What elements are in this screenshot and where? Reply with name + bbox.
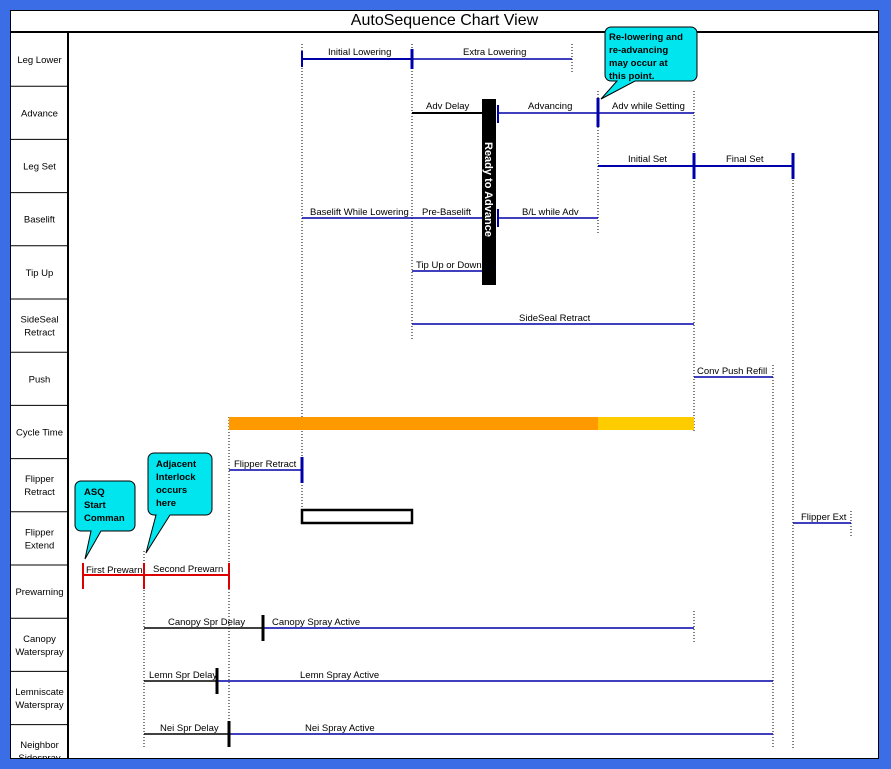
second-prewarn-label: Second Prewarn — [153, 564, 223, 575]
canopy-spray-active-label: Canopy Spray Active — [272, 617, 360, 628]
flipper-retract-label: Flipper Retract — [234, 459, 297, 470]
advancing-label: Advancing — [528, 101, 572, 112]
baselift-segments: Baselift While Lowering Pre-Baselift B/L… — [302, 207, 598, 227]
flipper-ext-label: Flipper Ext — [801, 512, 847, 523]
ready-to-advance-bar: Ready to Advance — [482, 99, 496, 285]
nei-spray-active-label: Nei Spray Active — [305, 723, 375, 734]
lemn-spray-active-label: Lemn Spray Active — [300, 670, 379, 681]
timing-guides — [82, 44, 852, 748]
final-set-label: Final Set — [726, 154, 764, 165]
row-label: Cycle Time — [16, 428, 63, 439]
row-label: Sidespray — [18, 753, 60, 758]
row-label: Tip Up — [26, 268, 54, 279]
row-label: Flipper — [25, 527, 54, 538]
leg-lower-segments: Initial Lowering Extra Lowering — [301, 47, 572, 69]
push-segments: Conv Push Refill — [694, 366, 773, 378]
sideseal-segments: SideSeal Retract — [412, 313, 694, 325]
flipper-extend-box — [300, 508, 414, 525]
row-label: Retract — [24, 487, 55, 498]
row-label: Flipper — [25, 474, 54, 485]
initial-set-label: Initial Set — [628, 154, 667, 165]
conv-push-label: Conv Push Refill — [697, 366, 767, 377]
row-label: Baselift — [24, 215, 56, 226]
callout-adjacent-line-2: Interlock — [156, 472, 196, 483]
row-label: Extend — [25, 540, 55, 551]
leg-set-segments: Initial Set Final Set — [598, 153, 795, 179]
row-label: Lemniscate — [15, 687, 64, 698]
row-label: Neighbor — [20, 740, 59, 751]
canopy-spr-delay-label: Canopy Spr Delay — [168, 617, 245, 628]
cycle-time-orange — [229, 417, 598, 430]
tip-up-segments: Tip Up or Down — [412, 260, 482, 272]
row-label: Waterspray — [15, 700, 63, 711]
row-label: Leg Lower — [17, 55, 61, 66]
sideseal-retract-label: SideSeal Retract — [519, 313, 591, 324]
flipper-extend-segments: Flipper Ext — [300, 508, 851, 525]
row-label: Prewarning — [15, 587, 63, 598]
lemn-spr-delay-label: Lemn Spr Delay — [149, 670, 217, 681]
callout-adjacent-line-4: here — [156, 498, 176, 509]
adv-while-setting-label: Adv while Setting — [612, 101, 685, 112]
callout-relowering-line-1: Re-lowering and — [609, 32, 683, 43]
neighbor-segments: Nei Spr Delay Nei Spray Active — [144, 721, 773, 747]
callout-adjacent-line-3: occurs — [156, 485, 187, 496]
row-label: SideSeal — [20, 315, 58, 326]
row-label: Canopy — [23, 634, 56, 645]
callout-asq-line-3: Comman — [84, 513, 125, 524]
ready-to-advance-label: Ready to Advance — [482, 142, 494, 237]
tip-up-label: Tip Up or Down — [416, 260, 482, 271]
advance-segments: Adv Delay Advancing Adv while Setting — [412, 98, 694, 127]
row-label: Push — [29, 374, 51, 385]
first-prewarn-label: First Prewarn — [86, 565, 142, 576]
bl-while-adv-label: B/L while Adv — [522, 207, 579, 218]
row-label: Advance — [21, 108, 58, 119]
ready-to-advance-rect — [482, 99, 496, 285]
nei-spr-delay-label: Nei Spr Delay — [160, 723, 219, 734]
callout-relowering-line-3: may occur at — [609, 58, 668, 69]
row-dividers — [11, 85, 68, 726]
canopy-segments: Canopy Spr Delay Canopy Spray Active — [144, 615, 694, 641]
initial-lowering-label: Initial Lowering — [328, 47, 391, 58]
callout-asq-line-1: ASQ — [84, 487, 105, 498]
callout-asq-line-2: Start — [84, 500, 106, 511]
lemniscate-segments: Lemn Spr Delay Lemn Spray Active — [144, 668, 773, 694]
row-label: Leg Set — [23, 162, 56, 173]
baselift-while-lowering-label: Baselift While Lowering — [310, 207, 409, 218]
callout-adjacent-line-1: Adjacent — [156, 459, 197, 470]
adv-delay-label: Adv Delay — [426, 101, 470, 112]
cycle-time-yellow — [598, 417, 694, 430]
pre-baselift-label: Pre-Baselift — [422, 207, 471, 218]
callout-relowering-line-4: this point. — [609, 71, 654, 82]
callout-relowering-line-2: re-advancing — [609, 45, 668, 56]
callout-asq: ASQ Start Comman — [74, 480, 136, 560]
extra-lowering-label: Extra Lowering — [463, 47, 526, 58]
callout-adjacent: Adjacent Interlock occurs here — [145, 452, 213, 554]
cycle-time-bars — [229, 417, 694, 430]
row-label: Waterspray — [15, 647, 63, 658]
callout-relowering: Re-lowering and re-advancing may occur a… — [600, 26, 698, 100]
prewarning-segments: First Prewarn Second Prewarn — [82, 563, 230, 589]
chart-title: AutoSequence Chart View — [11, 11, 878, 33]
flipper-retract-segments: Flipper Retract — [229, 457, 304, 483]
row-label: Retract — [24, 328, 55, 339]
